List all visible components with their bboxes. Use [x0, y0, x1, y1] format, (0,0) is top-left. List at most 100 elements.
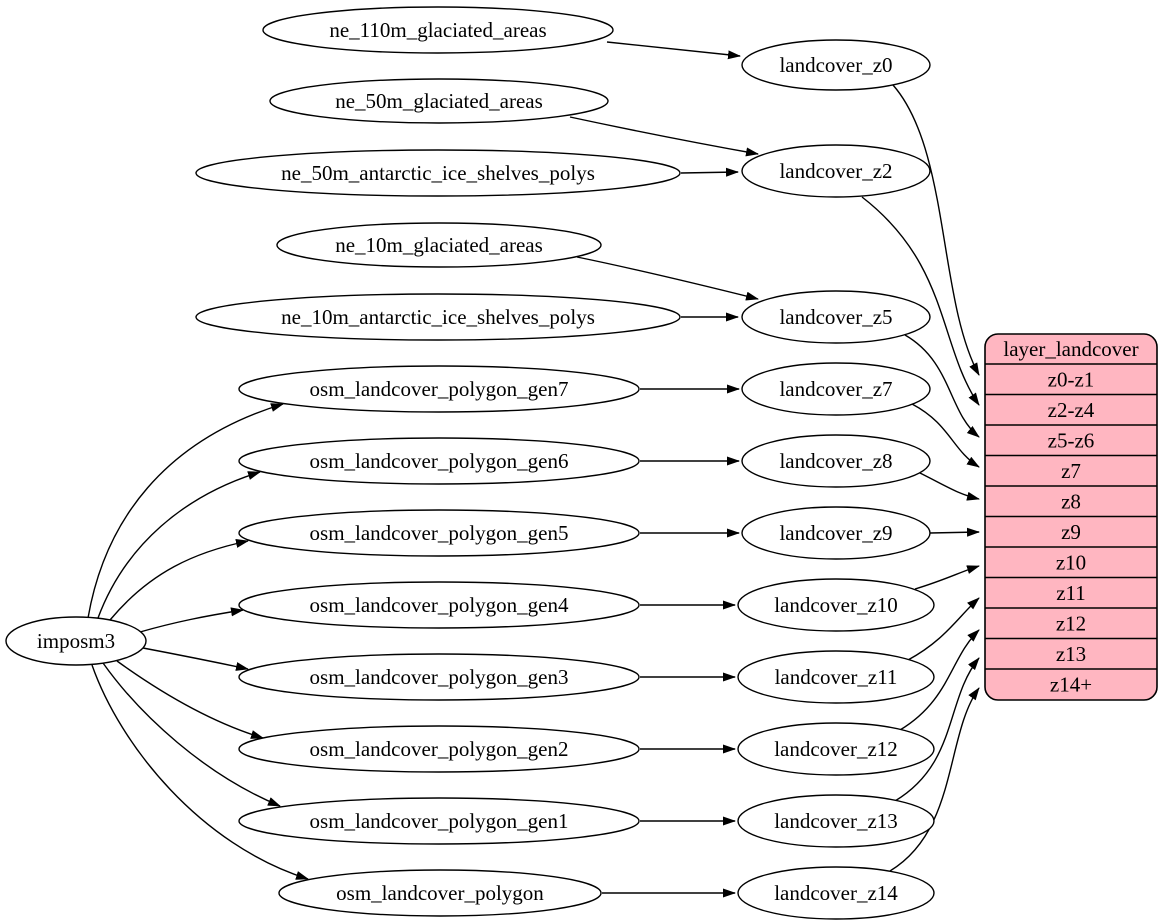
node-osm-landcover-polygon-gen1: osm_landcover_polygon_gen1: [238, 797, 640, 845]
node-osm-landcover-polygon-gen1-shape: [238, 797, 640, 845]
edge-ne-10m-glaciated-areas-landcover-z5: [576, 256, 759, 301]
edge-landcover-z9-row-z9: [929, 527, 980, 537]
node-ne-110m-glaciated-areas-shape: [262, 6, 614, 54]
node-osm-landcover-polygon-gen3-shape: [238, 653, 640, 701]
record-row-z11: z11: [1056, 581, 1086, 605]
node-osm-landcover-polygon-gen4: osm_landcover_polygon_gen4: [238, 581, 640, 629]
edge-layer: [87, 41, 980, 898]
node-osm-landcover-polygon-gen5-shape: [238, 509, 640, 557]
edge-ne-50m-glaciated-areas-landcover-z2: [569, 116, 759, 157]
node-landcover-z5: landcover_z5: [741, 290, 931, 344]
node-osm-landcover-polygon: osm_landcover_polygon: [278, 869, 602, 917]
node-landcover-z0-label: landcover_z0: [779, 53, 892, 77]
edge-landcover-z11-row-z11: [907, 597, 980, 661]
node-osm-landcover-polygon-gen3-label: osm_landcover_polygon_gen3: [310, 665, 569, 689]
node-landcover-z8-label: landcover_z8: [779, 449, 892, 473]
edge-imposm3-osm-landcover-polygon-gen2: [116, 660, 264, 739]
node-landcover-z2-shape: [741, 144, 931, 198]
node-landcover-z11-label: landcover_z11: [775, 665, 898, 689]
node-ne-110m-glaciated-areas: ne_110m_glaciated_areas: [262, 6, 614, 54]
node-osm-landcover-polygon-label: osm_landcover_polygon: [336, 881, 544, 905]
node-osm-landcover-polygon-gen5: osm_landcover_polygon_gen5: [238, 509, 640, 557]
node-landcover-z9-shape: [741, 506, 931, 560]
node-osm-landcover-polygon-gen4-shape: [238, 581, 640, 629]
node-ne-110m-glaciated-areas-label: ne_110m_glaciated_areas: [329, 18, 546, 42]
node-osm-landcover-polygon-gen7-label: osm_landcover_polygon_gen7: [310, 377, 569, 401]
edge-landcover-z0-row-z0-z1: [892, 84, 980, 376]
edge-imposm3-osm-landcover-polygon-gen4: [139, 607, 244, 633]
node-landcover-z12-label: landcover_z12: [774, 737, 898, 761]
node-osm-landcover-polygon-gen7: osm_landcover_polygon_gen7: [238, 365, 640, 413]
record-row-z13: z13: [1056, 642, 1086, 666]
edge-imposm3-osm-landcover-polygon-gen7: [87, 403, 284, 619]
node-ne-10m-glaciated-areas-label: ne_10m_glaciated_areas: [335, 233, 543, 257]
edge-landcover-z8-row-z8: [919, 472, 980, 501]
node-landcover-z0-shape: [741, 39, 931, 91]
node-landcover-z13-shape: [737, 794, 935, 848]
node-ne-10m-glaciated-areas-shape: [276, 222, 602, 268]
node-imposm3-label: imposm3: [37, 629, 115, 653]
node-landcover-z9: landcover_z9: [741, 506, 931, 560]
edge-landcover-z10-row-z10: [914, 565, 980, 590]
node-osm-landcover-polygon-gen6-label: osm_landcover_polygon_gen6: [310, 449, 569, 473]
edge-imposm3-osm-landcover-polygon-gen6: [97, 471, 261, 619]
node-landcover-z7: landcover_z7: [741, 362, 931, 416]
edge-imposm3-osm-landcover-polygon-gen3: [142, 647, 249, 671]
node-ne-10m-antarctic-ice-shelves-polys-label: ne_10m_antarctic_ice_shelves_polys: [281, 305, 595, 329]
record-row-z5-z6: z5-z6: [1048, 429, 1095, 453]
edge-landcover-z5-row-z5-z6: [904, 334, 980, 438]
node-landcover-z14-label: landcover_z14: [774, 881, 898, 905]
node-landcover-z5-shape: [741, 290, 931, 344]
edge-landcover-z12-row-z12: [899, 629, 980, 731]
edge-imposm3-osm-landcover-polygon-gen5: [109, 539, 249, 621]
node-ne-50m-antarctic-ice-shelves-polys-label: ne_50m_antarctic_ice_shelves_polys: [281, 161, 595, 185]
node-osm-landcover-polygon-gen2-label: osm_landcover_polygon_gen2: [310, 737, 569, 761]
node-landcover-z5-label: landcover_z5: [779, 305, 892, 329]
node-osm-landcover-polygon-gen5-label: osm_landcover_polygon_gen5: [310, 521, 569, 545]
node-landcover-z2-label: landcover_z2: [779, 159, 892, 183]
node-ne-10m-glaciated-areas: ne_10m_glaciated_areas: [276, 222, 602, 268]
node-ne-50m-glaciated-areas: ne_50m_glaciated_areas: [269, 78, 609, 124]
node-landcover-z12: landcover_z12: [737, 722, 935, 776]
node-osm-landcover-polygon-gen7-shape: [238, 365, 640, 413]
node-landcover-z11: landcover_z11: [737, 650, 935, 704]
record-row-z10: z10: [1056, 551, 1086, 575]
record-row-z2-z4: z2-z4: [1048, 398, 1095, 422]
record-row-z0-z1: z0-z1: [1048, 368, 1095, 392]
node-landcover-z9-label: landcover_z9: [779, 521, 892, 545]
node-landcover-z13: landcover_z13: [737, 794, 935, 848]
record-layer-landcover: layer_landcover z0-z1 z2-z4 z5-z6 z7 z8 …: [984, 333, 1158, 701]
node-landcover-z8-shape: [741, 434, 931, 488]
record-row-z7: z7: [1061, 459, 1081, 483]
node-osm-landcover-polygon-gen3: osm_landcover_polygon_gen3: [238, 653, 640, 701]
record-row-z12: z12: [1056, 612, 1086, 636]
record-row-z14plus: z14+: [1050, 673, 1092, 697]
node-landcover-z13-label: landcover_z13: [774, 809, 898, 833]
record-title: layer_landcover: [1003, 337, 1138, 361]
node-ne-50m-glaciated-areas-label: ne_50m_glaciated_areas: [335, 89, 543, 113]
record-row-z9: z9: [1061, 520, 1081, 544]
node-ne-10m-antarctic-ice-shelves-polys-shape: [195, 293, 681, 341]
node-osm-landcover-polygon-gen1-label: osm_landcover_polygon_gen1: [310, 809, 569, 833]
node-landcover-z14-shape: [737, 866, 935, 920]
node-landcover-z7-label: landcover_z7: [779, 377, 892, 401]
node-landcover-z11-shape: [737, 650, 935, 704]
edge-imposm3-osm-landcover-polygon: [91, 664, 309, 880]
node-ne-50m-antarctic-ice-shelves-polys-shape: [195, 149, 681, 197]
node-osm-landcover-polygon-shape: [278, 869, 602, 917]
edge-landcover-z13-row-z13: [894, 657, 980, 802]
edge-landcover-z7-row-z7: [911, 403, 980, 468]
node-osm-landcover-polygon-gen2-shape: [238, 725, 640, 773]
node-landcover-z12-shape: [737, 722, 935, 776]
record-row-z8: z8: [1061, 490, 1081, 514]
node-landcover-z8: landcover_z8: [741, 434, 931, 488]
node-osm-landcover-polygon-gen2: osm_landcover_polygon_gen2: [238, 725, 640, 773]
edge-landcover-z2-row-z2-z4: [861, 196, 980, 406]
node-landcover-z0: landcover_z0: [741, 39, 931, 91]
edge-landcover-z14-row-z14plus: [889, 687, 980, 872]
node-landcover-z10-label: landcover_z10: [774, 593, 898, 617]
edge-ne-110m-glaciated-areas-landcover-z0: [606, 41, 741, 60]
node-ne-50m-antarctic-ice-shelves-polys: ne_50m_antarctic_ice_shelves_polys: [195, 149, 681, 197]
